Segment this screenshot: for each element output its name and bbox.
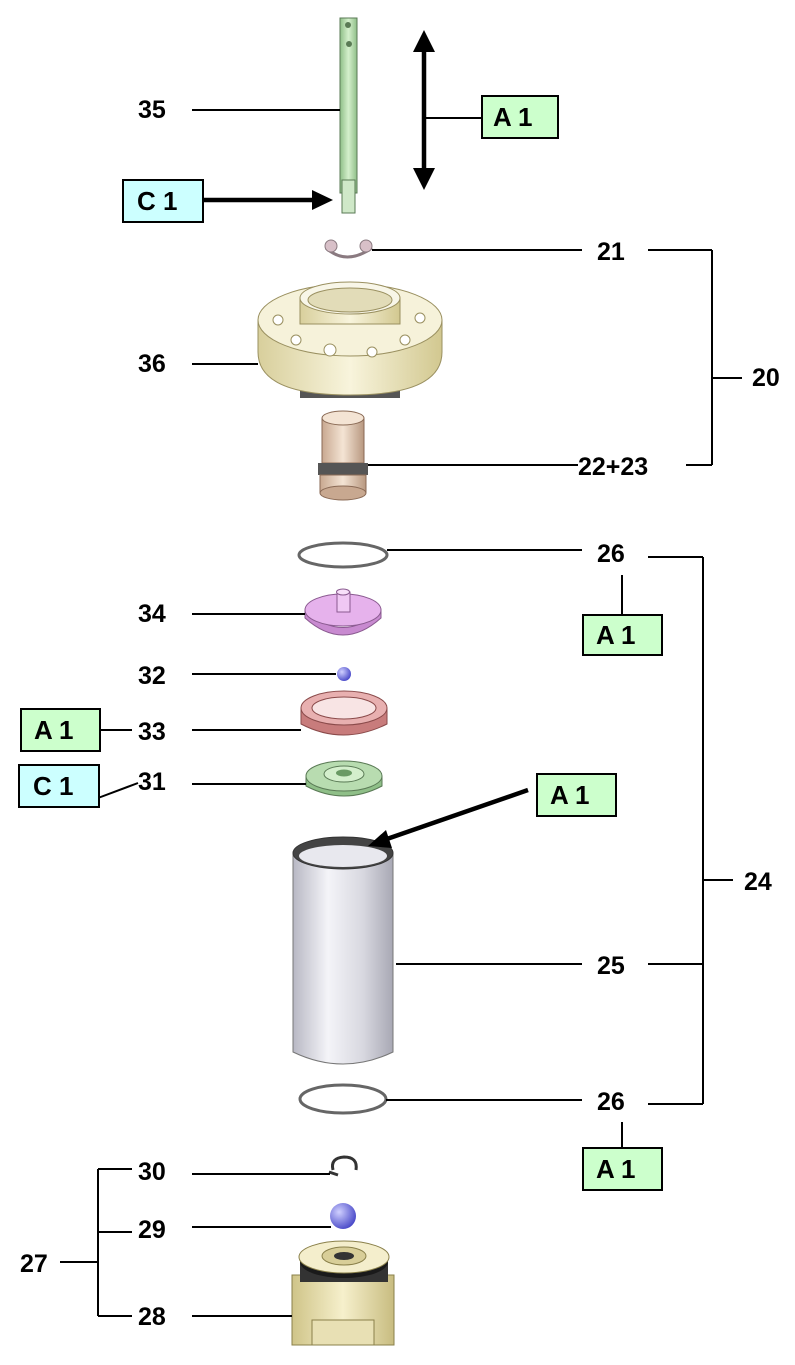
label-30: 30 bbox=[138, 1158, 166, 1186]
tag-a1-seal-33: A 1 bbox=[20, 708, 101, 752]
svg-text:C 1: C 1 bbox=[137, 186, 177, 216]
label-20: 20 bbox=[752, 364, 780, 392]
label-36: 36 bbox=[138, 350, 166, 378]
label-24: 24 bbox=[744, 868, 772, 896]
svg-text:C 1: C 1 bbox=[33, 771, 73, 801]
label-28: 28 bbox=[138, 1303, 166, 1331]
leader-lines bbox=[60, 109, 742, 1317]
valve-cap-part bbox=[304, 588, 382, 636]
svg-text:A 1: A 1 bbox=[34, 715, 74, 745]
label-21: 21 bbox=[597, 238, 625, 266]
label-26-top: 26 bbox=[597, 540, 625, 568]
label-35: 35 bbox=[138, 96, 166, 124]
svg-text:A 1: A 1 bbox=[596, 620, 636, 650]
o-ring-bottom-part bbox=[298, 1083, 388, 1115]
circlip-part bbox=[324, 239, 373, 259]
ball-part bbox=[330, 1203, 356, 1229]
label-27: 27 bbox=[20, 1250, 48, 1278]
svg-text:A 1: A 1 bbox=[493, 102, 533, 132]
label-22-23: 22+23 bbox=[578, 453, 648, 481]
tag-a1-seal-bottom: A 1 bbox=[582, 1147, 663, 1191]
label-32: 32 bbox=[138, 662, 166, 690]
label-26-bottom: 26 bbox=[597, 1088, 625, 1116]
ball-guide-clip-part bbox=[328, 1155, 358, 1177]
label-31: 31 bbox=[138, 768, 166, 796]
tag-a1-shaft: A 1 bbox=[481, 95, 559, 139]
tag-a1-cylinder: A 1 bbox=[536, 773, 617, 817]
tag-c1-part-31: C 1 bbox=[18, 764, 100, 808]
arrows bbox=[203, 30, 529, 848]
o-ring-top-part bbox=[297, 541, 389, 569]
label-34: 34 bbox=[138, 600, 166, 628]
tag-a1-seal-top: A 1 bbox=[582, 614, 663, 656]
tag-boxes: A 1 C 1 A 1 A 1 C 1 A 1 A 1 bbox=[18, 95, 663, 1191]
valve-cartridge-part bbox=[318, 410, 368, 501]
cylinder-head-part bbox=[257, 281, 443, 398]
small-ball-part bbox=[337, 667, 351, 681]
svg-text:A 1: A 1 bbox=[596, 1154, 636, 1184]
seal-part bbox=[300, 690, 388, 736]
piston-rod-part bbox=[339, 17, 358, 214]
label-29: 29 bbox=[138, 1216, 166, 1244]
seal-carrier-part bbox=[305, 760, 383, 797]
tag-c1-shaft: C 1 bbox=[122, 179, 204, 223]
part-number-labels: 35 21 36 20 22+23 26 34 32 33 31 24 25 2… bbox=[20, 96, 780, 1331]
label-33: 33 bbox=[138, 718, 166, 746]
cylinder-part bbox=[292, 836, 394, 1065]
foot-valve-housing-part bbox=[291, 1240, 395, 1346]
svg-text:A 1: A 1 bbox=[550, 780, 590, 810]
label-25: 25 bbox=[597, 952, 625, 980]
